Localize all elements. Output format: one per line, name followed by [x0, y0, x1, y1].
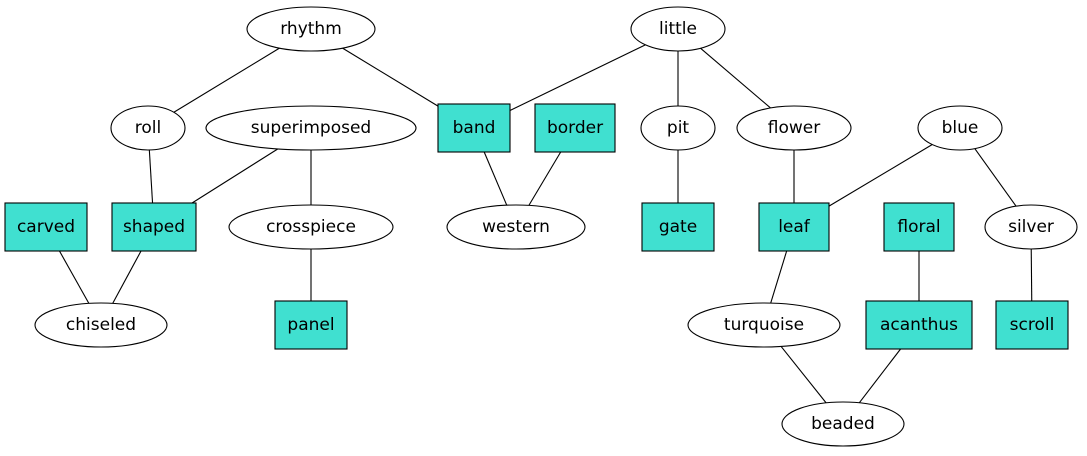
node-western: western	[446, 204, 586, 250]
edge-border-western	[528, 151, 562, 206]
edge-silver-scroll	[1030, 248, 1033, 302]
node-shaped: shaped	[111, 202, 197, 252]
node-ellipse-chiseled	[34, 302, 168, 348]
edge-acanthus-beaded	[858, 348, 902, 404]
node-ellipse-blue	[917, 105, 1003, 151]
edge-blue-silver	[974, 148, 1017, 207]
node-label-band: band	[453, 118, 496, 138]
node-flower: flower	[736, 105, 852, 151]
node-label-beaded: beaded	[811, 414, 875, 434]
edge-carved-chiseled	[58, 250, 90, 304]
node-ellipse-beaded	[781, 401, 905, 447]
node-label-blue: blue	[942, 118, 979, 138]
node-box-shaped	[111, 202, 197, 252]
node-label-gate: gate	[659, 217, 697, 237]
node-ellipse-crosspiece	[228, 204, 394, 250]
node-leaf: leaf	[758, 202, 830, 252]
node-label-carved: carved	[17, 217, 75, 237]
node-label-panel: panel	[287, 315, 334, 335]
node-turquoise: turquoise	[687, 302, 841, 348]
node-ellipse-silver	[984, 204, 1078, 250]
node-box-gate	[641, 202, 715, 252]
node-label-western: western	[482, 217, 550, 237]
node-ellipse-superimposed	[205, 105, 417, 151]
edge-leaf-turquoise	[770, 250, 788, 304]
node-box-leaf	[758, 202, 830, 252]
node-label-shaped: shaped	[123, 217, 185, 237]
node-blue: blue	[917, 105, 1003, 151]
node-ellipse-rhythm	[246, 6, 376, 52]
node-label-border: border	[547, 118, 603, 138]
node-box-band	[437, 103, 511, 153]
node-ellipse-roll	[110, 105, 186, 151]
node-label-roll: roll	[135, 118, 161, 138]
node-label-turquoise: turquoise	[724, 315, 804, 335]
node-border: border	[534, 103, 616, 153]
node-superimposed: superimposed	[205, 105, 417, 151]
node-label-little: little	[659, 19, 697, 39]
node-box-floral	[883, 202, 955, 252]
node-label-superimposed: superimposed	[251, 118, 371, 138]
node-rhythm: rhythm	[246, 6, 376, 52]
node-floral: floral	[883, 202, 955, 252]
node-box-acanthus	[865, 300, 973, 350]
node-label-pit: pit	[667, 118, 690, 138]
node-ellipse-turquoise	[687, 302, 841, 348]
node-ellipse-little	[630, 6, 726, 52]
edge-rhythm-roll	[173, 47, 280, 113]
node-roll: roll	[110, 105, 186, 151]
node-silver: silver	[984, 204, 1078, 250]
edge-rhythm-band	[342, 47, 439, 107]
node-acanthus: acanthus	[865, 300, 973, 350]
node-label-chiseled: chiseled	[66, 315, 136, 335]
node-box-scroll	[995, 300, 1069, 350]
node-label-crosspiece: crosspiece	[266, 217, 356, 237]
node-label-scroll: scroll	[1010, 315, 1055, 335]
edges-layer	[58, 44, 1033, 404]
node-beaded: beaded	[781, 401, 905, 447]
node-label-flower: flower	[768, 118, 820, 138]
edge-little-flower	[700, 47, 771, 109]
node-pit: pit	[640, 105, 716, 151]
edge-shaped-chiseled	[112, 250, 142, 304]
node-ellipse-flower	[736, 105, 852, 151]
edge-blue-leaf	[828, 144, 933, 207]
node-ellipse-pit	[640, 105, 716, 151]
node-little: little	[630, 6, 726, 52]
edge-superimposed-shaped	[191, 148, 279, 204]
node-ellipse-western	[446, 204, 586, 250]
node-label-leaf: leaf	[778, 217, 811, 237]
nodes-layer: rhythm little roll superimposed band border pi…	[4, 6, 1078, 447]
node-panel: panel	[274, 300, 348, 350]
node-box-border	[534, 103, 616, 153]
node-label-floral: floral	[897, 217, 940, 237]
node-label-rhythm: rhythm	[280, 19, 342, 39]
node-label-silver: silver	[1008, 217, 1054, 237]
edge-little-band	[509, 44, 646, 112]
node-band: band	[437, 103, 511, 153]
node-box-panel	[274, 300, 348, 350]
node-chiseled: chiseled	[34, 302, 168, 348]
node-label-acanthus: acanthus	[880, 315, 958, 335]
node-carved: carved	[4, 202, 88, 252]
node-scroll: scroll	[995, 300, 1069, 350]
node-gate: gate	[641, 202, 715, 252]
edge-band-western	[483, 151, 508, 206]
node-crosspiece: crosspiece	[228, 204, 394, 250]
edge-roll-shaped	[148, 149, 154, 204]
edge-turquoise-beaded	[780, 346, 827, 404]
node-box-carved	[4, 202, 88, 252]
